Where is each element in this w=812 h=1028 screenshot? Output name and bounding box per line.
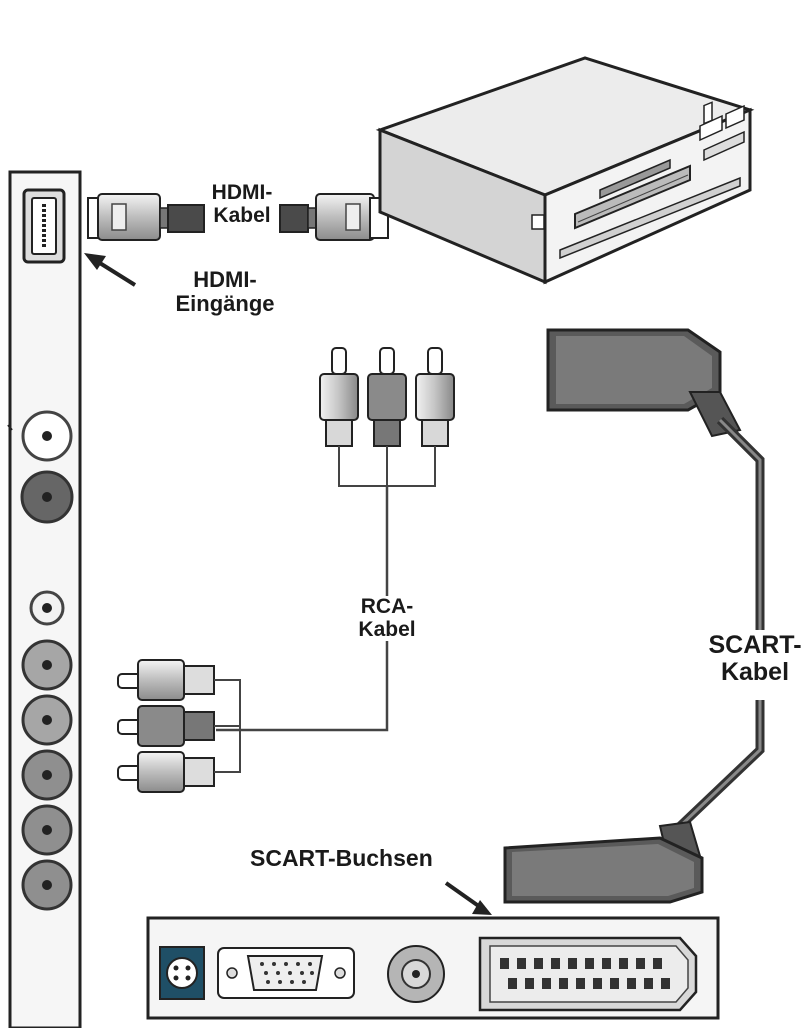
rca-cable-label: RCA- Kabel <box>346 595 428 642</box>
scart-pin <box>568 958 577 969</box>
rca-plugs-horizontal <box>117 659 241 793</box>
rca-plug-icon <box>319 347 455 487</box>
hdmi-cable-label: HDMI- Kabel <box>211 181 273 227</box>
antenna-port[interactable] <box>387 945 445 1003</box>
scart-pin <box>610 978 619 989</box>
scart-pin <box>542 978 551 989</box>
scart-pin <box>661 978 670 989</box>
scart-pin <box>602 958 611 969</box>
scart-socket-pins <box>500 958 670 989</box>
scart-pin <box>525 978 534 989</box>
tv-jack-antenna[interactable] <box>20 470 74 524</box>
dvd-player-icon <box>375 56 755 285</box>
scart-pin <box>559 978 568 989</box>
scart-pin <box>619 958 628 969</box>
scart-pin <box>508 978 517 989</box>
scart-pin <box>593 978 602 989</box>
tv-jack-1[interactable] <box>21 639 73 691</box>
scart-socket-port[interactable] <box>478 936 698 1012</box>
tv-jack-small[interactable] <box>29 590 65 626</box>
scart-pin <box>585 958 594 969</box>
scart-sockets-label: SCART-Buchsen <box>250 845 433 871</box>
scart-pin <box>534 958 543 969</box>
tv-jack-5[interactable] <box>21 859 73 911</box>
hdmi-inputs-label: HDMI- Eingänge <box>175 267 275 316</box>
scart-plug-icon <box>503 328 765 904</box>
vga-port[interactable] <box>217 947 355 999</box>
hdmi-input-arrow <box>84 253 137 287</box>
tv-jack-4[interactable] <box>21 804 73 856</box>
s-video-port[interactable] <box>159 946 205 1000</box>
tv-jack-2[interactable] <box>21 694 73 746</box>
tv-jack-3[interactable] <box>21 749 73 801</box>
scart-cable-label: SCART- Kabel <box>698 632 812 686</box>
rca-wire <box>216 486 389 732</box>
scart-pin <box>551 958 560 969</box>
scart-socket-arrow <box>444 881 492 915</box>
hdmi-input-port[interactable] <box>22 188 66 264</box>
scart-pin <box>653 958 662 969</box>
scart-pin <box>500 958 509 969</box>
scart-pin <box>517 958 526 969</box>
scart-pin <box>636 958 645 969</box>
scart-pin <box>644 978 653 989</box>
hdmi-cable-icon <box>87 193 389 241</box>
tv-jack-white[interactable] <box>21 410 73 462</box>
scart-pin <box>576 978 585 989</box>
scart-pin <box>627 978 636 989</box>
